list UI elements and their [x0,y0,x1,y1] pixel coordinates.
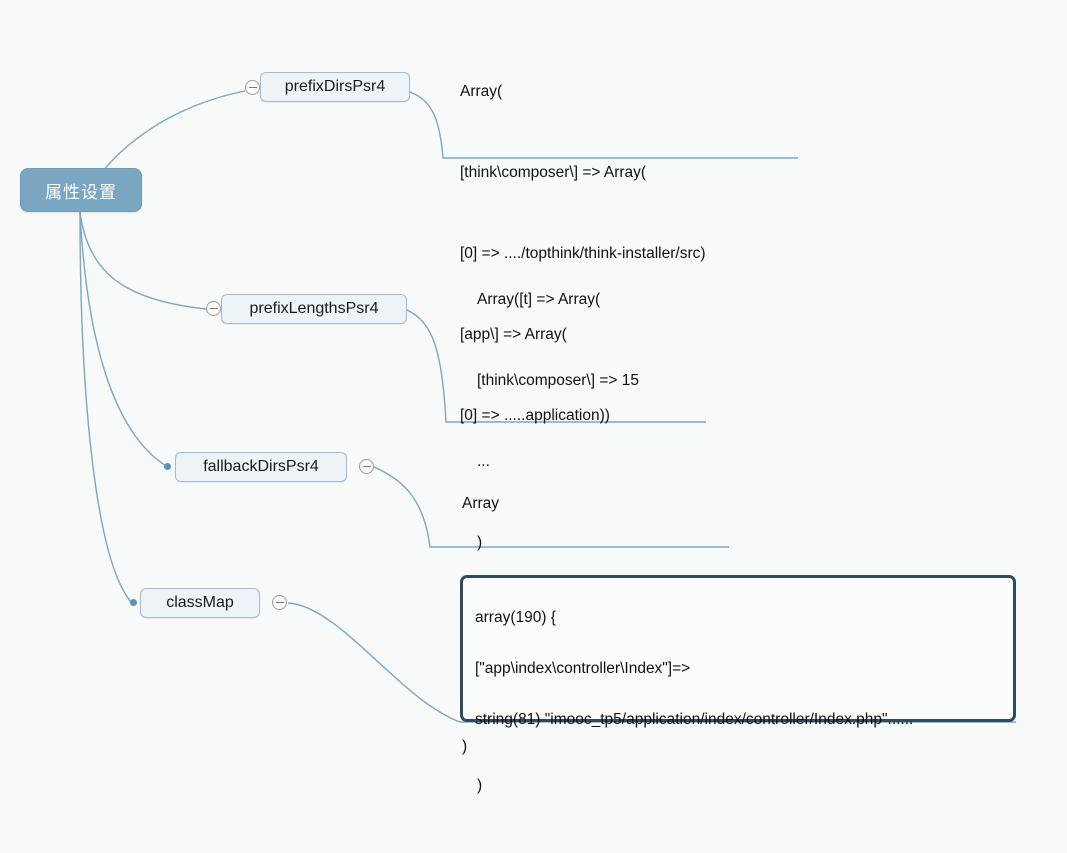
endpoint-dot-classmap [130,599,137,606]
mindmap-canvas: 属性设置 prefixDirsPsr4 Array( [think\compos… [20,24,1016,794]
content-line: [think\composer\] => 15 [477,372,639,389]
collapse-icon-prefixlengthspsr4[interactable] [206,301,221,316]
content-line: ["app\index\controller\Index"]=> [475,660,691,677]
node-label-classmap: classMap [166,594,234,611]
content-line: Array( [460,83,503,100]
collapse-icon-fallbackdirspsr4[interactable] [359,459,374,474]
node-label-prefixdirspsr4: prefixDirsPsr4 [284,78,386,95]
content-line: array(190) { [475,609,556,626]
content-line: string(81) "imooc_tp5/application/index/… [475,711,914,728]
content-line: ) [477,534,483,551]
root-node-label: 属性设置 [45,182,117,202]
node-prefixlengthspsr4[interactable]: prefixLengthsPsr4 [221,294,407,324]
content-prefixdirspsr4: Array( [think\composer\] => Array( [0] =… [460,24,706,483]
root-node[interactable]: 属性设置 [20,168,142,212]
collapse-icon-prefixdirspsr4[interactable] [245,80,260,95]
content-line: Array([t] => Array( [477,291,601,308]
endpoint-dot-fallbackdirspsr4 [164,463,171,470]
content-classmap-box: array(190) { ["app\index\controller\Inde… [460,575,1016,728]
content-line: ... [477,453,490,470]
node-prefixdirspsr4[interactable]: prefixDirsPsr4 [260,72,410,102]
node-label-prefixlengthspsr4: prefixLengthsPsr4 [249,300,379,317]
content-line: [app\] => Array( [460,326,567,343]
content-line: [0] => .....application)) [460,407,610,424]
collapse-icon-classmap[interactable] [272,595,287,610]
node-label-fallbackdirspsr4: fallbackDirsPsr4 [203,458,319,475]
content-line: [0] => ..../topthink/think-installer/src… [460,245,706,262]
content-line: [think\composer\] => Array( [460,164,647,181]
node-fallbackdirspsr4[interactable]: fallbackDirsPsr4 [175,452,347,482]
content-line: Array [462,495,500,512]
node-classmap[interactable]: classMap [140,588,260,618]
